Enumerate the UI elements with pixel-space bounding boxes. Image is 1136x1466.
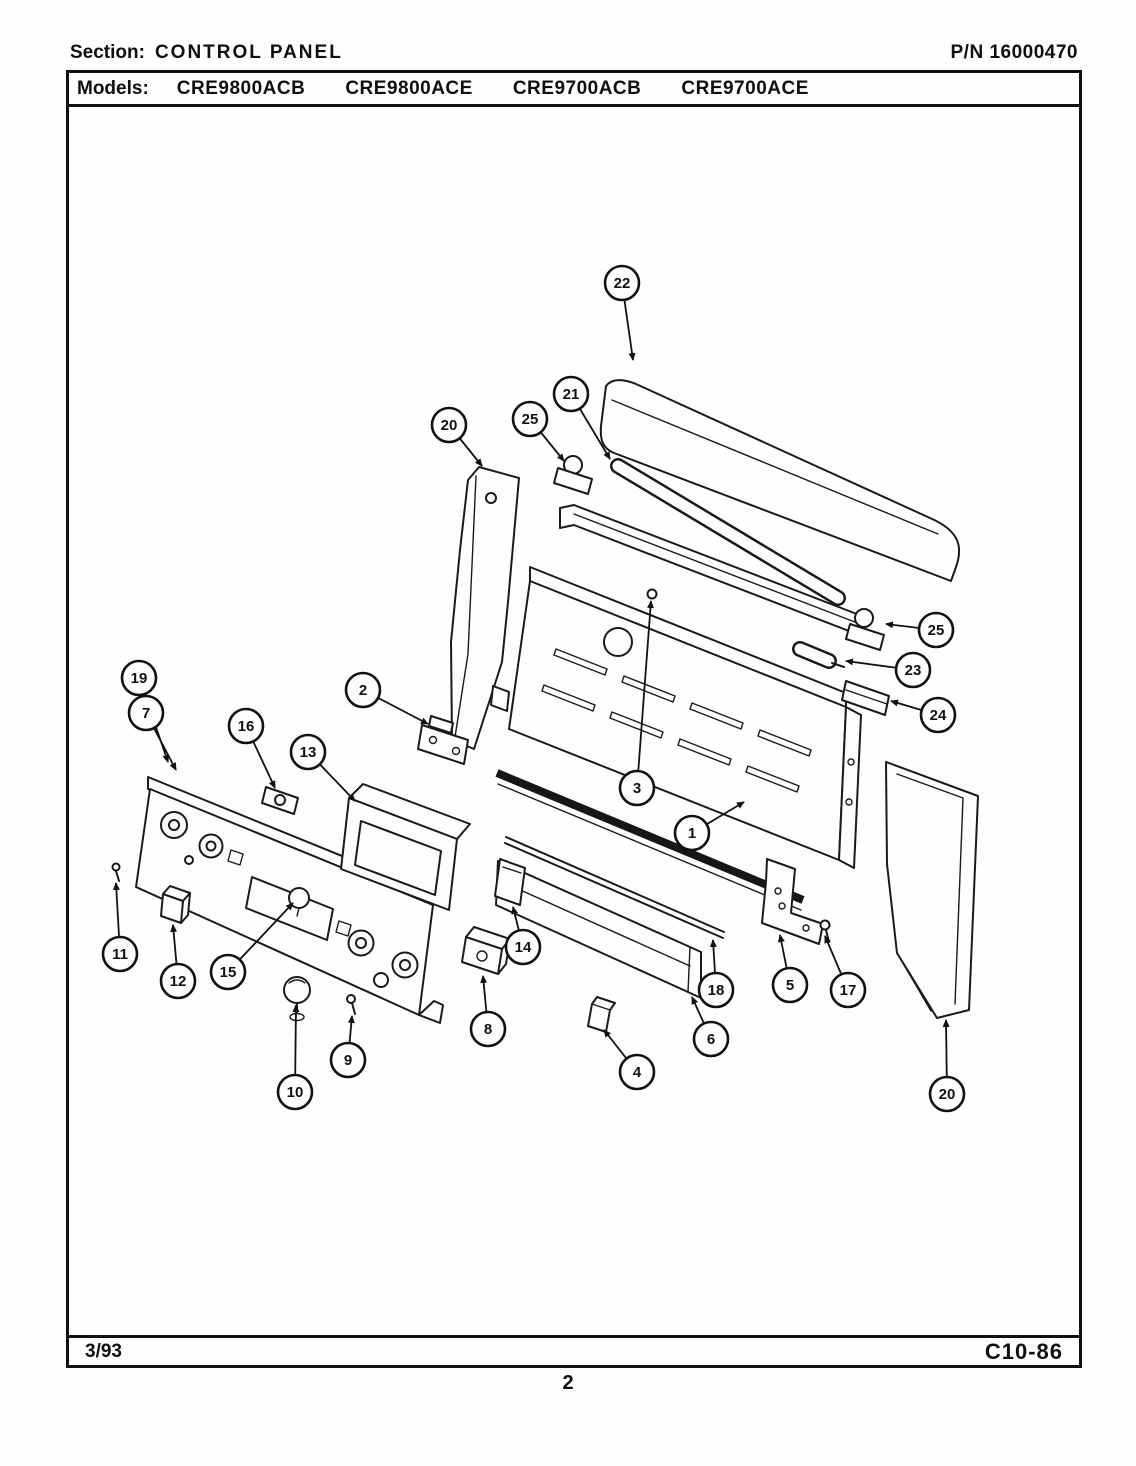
part-end-plate-14	[494, 858, 526, 906]
svg-text:13: 13	[300, 744, 317, 761]
callout-12: 12	[159, 962, 197, 1000]
part-display-housing	[340, 783, 471, 911]
svg-text:7: 7	[142, 705, 150, 722]
part-end-cap-right	[845, 608, 885, 651]
callout-25-right: 25	[917, 611, 955, 649]
part-number: P/N 16000470	[950, 42, 1078, 63]
svg-text:11: 11	[112, 946, 128, 963]
callout-19: 19	[120, 659, 158, 697]
svg-text:24: 24	[930, 707, 947, 724]
callout-24: 24	[919, 696, 957, 734]
callout-1: 1	[673, 814, 711, 852]
callout-13: 13	[289, 733, 327, 771]
svg-text:18: 18	[708, 982, 725, 999]
part-top-cover	[599, 379, 961, 582]
part-switch-8	[461, 926, 511, 975]
svg-text:9: 9	[344, 1052, 352, 1069]
callout-balloons: 22 21 25 20 25 23 24 2 19 7 16 13 3 1 11…	[101, 264, 966, 1113]
section-label: Section:	[70, 42, 145, 63]
part-knob-10	[283, 976, 311, 1022]
callout-7: 7	[127, 694, 165, 732]
models-label: Models:	[77, 77, 149, 99]
leader-3	[636, 600, 654, 789]
part-side-panel-right	[885, 761, 979, 1019]
part-trim-strip-dark	[495, 769, 805, 911]
callout-15: 15	[209, 953, 247, 991]
svg-text:15: 15	[220, 964, 237, 981]
exploded-view-diagram: 22 21 25 20 25 23 24 2 19 7 16 13 3 1 11…	[69, 107, 1073, 1332]
svg-text:25: 25	[522, 411, 539, 428]
svg-text:10: 10	[287, 1084, 304, 1101]
part-bracket-5	[761, 858, 824, 945]
section-title: CONTROL PANEL	[154, 42, 343, 63]
svg-text:3: 3	[633, 780, 641, 797]
callout-17: 17	[829, 971, 867, 1009]
callout-10: 10	[276, 1073, 314, 1111]
section-heading: Section: CONTROL PANEL	[70, 42, 343, 64]
callout-22: 22	[603, 264, 641, 302]
callout-23: 23	[894, 651, 932, 689]
part-screw-11	[111, 862, 121, 882]
callout-8: 8	[469, 1010, 507, 1048]
svg-text:16: 16	[238, 718, 255, 735]
callout-11: 11	[101, 935, 139, 973]
callout-18: 18	[697, 971, 735, 1009]
callout-20-left: 20	[430, 406, 468, 444]
part-lamp-cylinder	[792, 641, 845, 669]
part-bracket-2	[417, 715, 469, 765]
callout-9: 9	[329, 1041, 367, 1079]
svg-text:12: 12	[170, 973, 187, 990]
svg-text:23: 23	[905, 662, 922, 679]
part-end-cap-left	[553, 455, 593, 495]
callout-6: 6	[692, 1020, 730, 1058]
page-footer: 3/93 C10-86	[69, 1335, 1079, 1365]
models-row: Models: CRE9800ACB CRE9800ACE CRE9700ACB…	[69, 73, 1079, 107]
svg-text:22: 22	[614, 275, 631, 292]
part-screw-3-head	[646, 588, 658, 600]
part-clip-16	[261, 786, 299, 815]
callout-14: 14	[504, 928, 542, 966]
svg-text:4: 4	[633, 1064, 642, 1081]
part-trim-strip-18	[504, 836, 725, 939]
callout-5: 5	[771, 966, 809, 1004]
callout-4: 4	[618, 1053, 656, 1091]
callout-3: 3	[618, 769, 656, 807]
svg-text:1: 1	[688, 825, 696, 842]
page-header: Section: CONTROL PANEL P/N 16000470	[70, 42, 1078, 64]
callout-21: 21	[552, 375, 590, 413]
svg-text:21: 21	[563, 386, 580, 403]
model-name: CRE9800ACE	[345, 77, 473, 99]
svg-text:20: 20	[939, 1086, 956, 1103]
model-name: CRE9700ACE	[681, 77, 809, 99]
svg-text:17: 17	[840, 982, 857, 999]
callout-20-right: 20	[928, 1075, 966, 1113]
part-screw-9	[346, 994, 356, 1015]
diagram-frame: Models: CRE9800ACB CRE9800ACE CRE9700ACB…	[66, 70, 1082, 1368]
callout-25-left: 25	[511, 400, 549, 438]
part-roller-tube	[610, 458, 846, 606]
part-clip-24	[841, 680, 890, 716]
part-rear-panel	[490, 566, 862, 869]
page-number: 2	[562, 1372, 574, 1394]
model-name: CRE9800ACB	[176, 77, 306, 99]
exploded-parts	[111, 379, 979, 1033]
svg-text:14: 14	[515, 939, 532, 956]
callout-16: 16	[227, 707, 265, 745]
model-name: CRE9700ACB	[512, 77, 642, 99]
svg-text:6: 6	[707, 1031, 715, 1048]
section-code: C10-86	[984, 1338, 1063, 1364]
svg-text:20: 20	[441, 417, 458, 434]
svg-text:8: 8	[484, 1021, 492, 1038]
svg-text:25: 25	[928, 622, 945, 639]
part-side-bracket-left	[450, 466, 520, 750]
part-switch-12	[160, 885, 191, 924]
revision-date: 3/93	[85, 1340, 122, 1362]
svg-text:2: 2	[359, 682, 367, 699]
callout-2: 2	[344, 671, 382, 709]
svg-text:5: 5	[786, 977, 794, 994]
part-clip-4	[587, 996, 616, 1033]
svg-text:19: 19	[131, 670, 148, 687]
